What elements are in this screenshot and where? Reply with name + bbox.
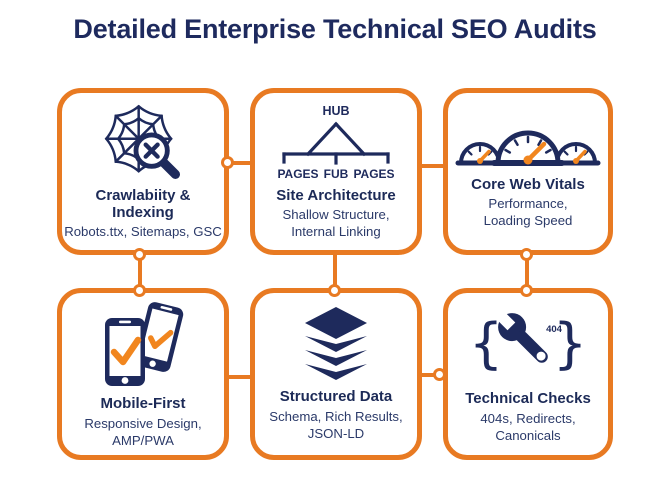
- left-brace-glyph: {: [472, 312, 503, 375]
- card-subtitle: Responsive Design, AMP/PWA: [84, 415, 202, 448]
- card-subtitle: 404s, Redirects, Canonicals: [480, 410, 576, 443]
- card-title: Core Web Vitals: [471, 175, 585, 193]
- card-subtitle: Shallow Structure, Internal Linking: [282, 207, 390, 240]
- connector-line: [138, 252, 142, 294]
- card-title: Structured Data: [279, 388, 393, 406]
- hierarchy-icon: HUB PAGES FUB PAGES: [266, 102, 406, 182]
- spiderweb-magnifier-icon: [99, 102, 187, 182]
- card-subtitle: Schema, Rich Results, JSON-LD: [269, 408, 403, 441]
- hierarchy-pages-right-label: PAGES: [353, 167, 394, 181]
- connector-line: [224, 161, 255, 165]
- phones-check-icon: [93, 298, 193, 390]
- layers-icon: [296, 305, 376, 383]
- right-brace-glyph: }: [553, 312, 584, 375]
- connector-line: [224, 375, 255, 379]
- connector-line: [525, 252, 529, 294]
- card-crawlability-indexing: Crawlabiity & Indexing Robots.ttx, Sitem…: [57, 88, 229, 255]
- connector-node: [328, 284, 341, 297]
- card-title: Crawlabiity & Indexing: [95, 186, 191, 222]
- connector-line: [417, 164, 448, 168]
- card-mobile-first: Mobile-First Responsive Design, AMP/PWA: [57, 288, 229, 460]
- card-subtitle: Performance, Loading Speed: [483, 196, 573, 229]
- hierarchy-hub-label: HUB: [322, 104, 349, 118]
- connector-node: [221, 156, 234, 169]
- connector-node: [433, 368, 446, 381]
- card-site-architecture: HUB PAGES FUB PAGES Site Architecture Sh…: [250, 88, 422, 255]
- connector-node: [133, 248, 146, 261]
- card-title: Mobile-First: [100, 395, 186, 413]
- card-title: Site Architecture: [276, 186, 396, 204]
- connector-node: [520, 284, 533, 297]
- hierarchy-pages-left-label: PAGES: [277, 167, 318, 181]
- hierarchy-fub-label: FUB: [324, 167, 349, 181]
- connector-line: [417, 373, 448, 377]
- connector-node: [133, 284, 146, 297]
- page-title: Detailed Enterprise Technical SEO Audits: [73, 14, 597, 44]
- connector-node: [520, 248, 533, 261]
- card-technical-checks: { } 404 Technical Checks 404s, Redirects…: [443, 288, 613, 460]
- card-title: Technical Checks: [465, 390, 591, 408]
- card-structured-data: Structured Data Schema, Rich Results, JS…: [250, 288, 422, 460]
- wrench-404-label: 404: [546, 324, 563, 335]
- wrench-braces-icon: { } 404: [472, 303, 584, 385]
- connector-line: [333, 252, 337, 294]
- card-core-web-vitals: Core Web Vitals Performance, Loading Spe…: [443, 88, 613, 255]
- speedometer-icon: [453, 113, 603, 171]
- card-subtitle: Robots.ttx, Sitemaps, GSC: [64, 224, 222, 240]
